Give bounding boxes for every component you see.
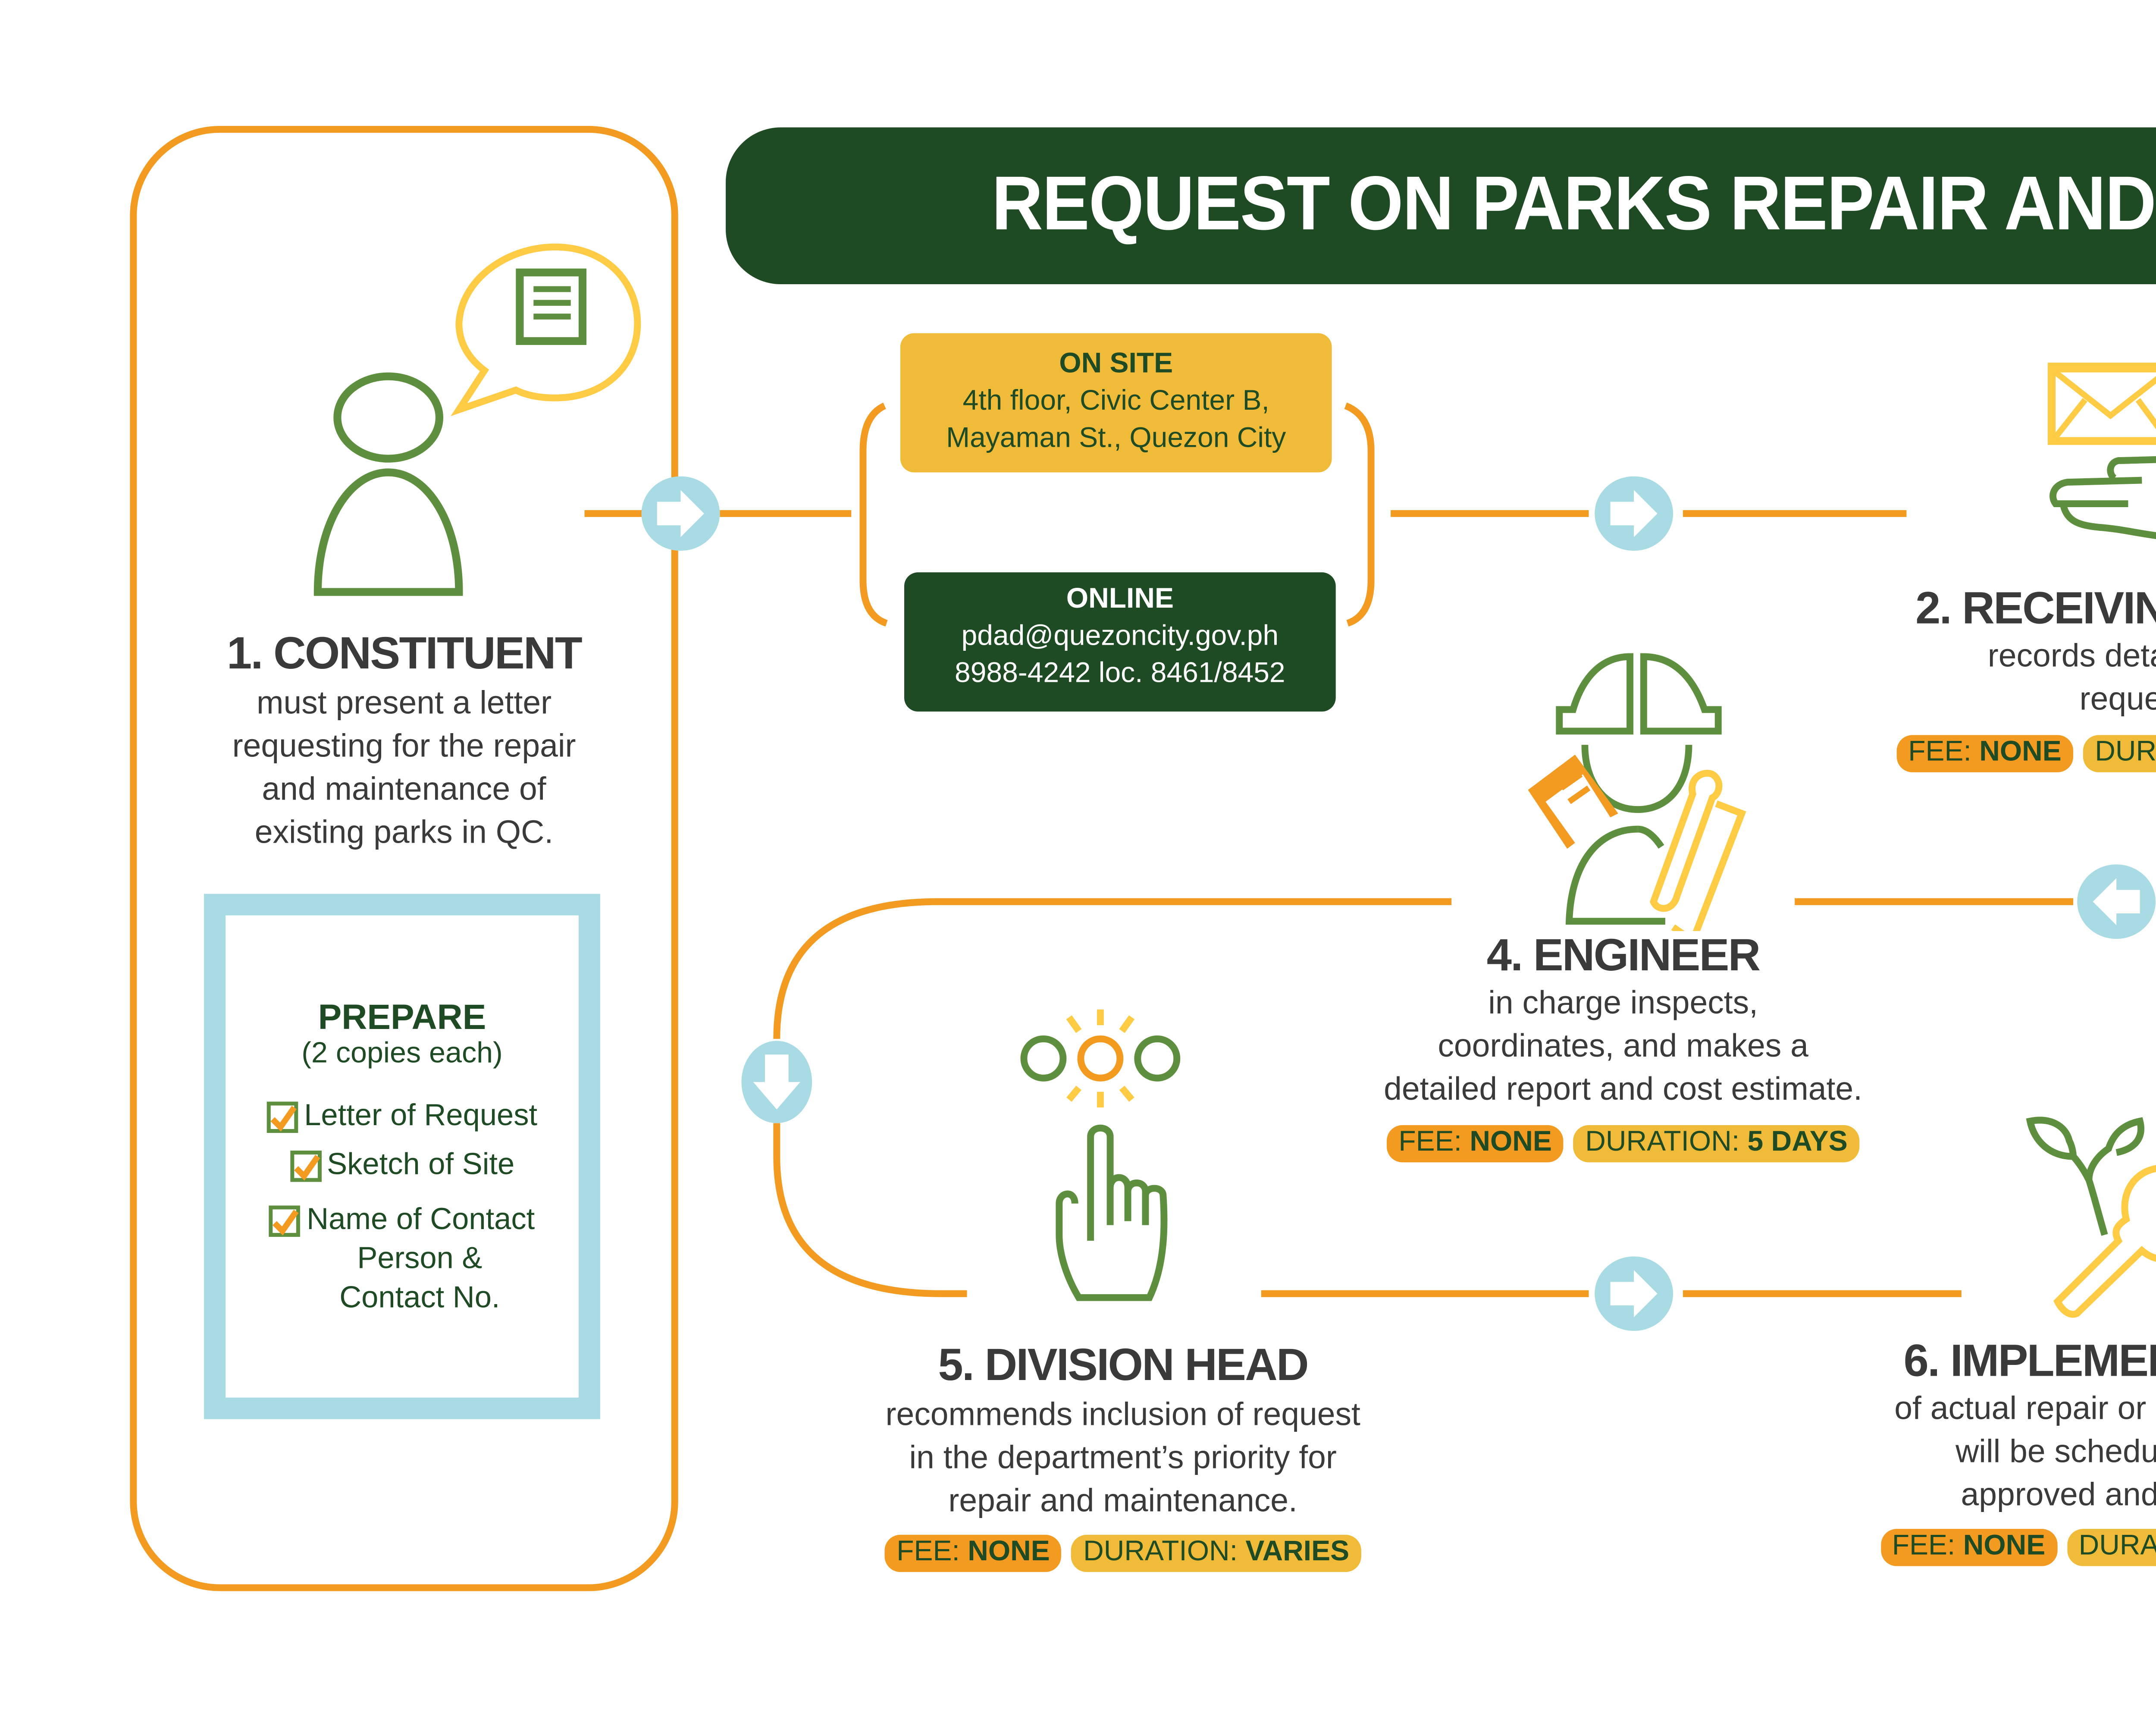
online-heading: ONLINE	[1066, 584, 1174, 616]
onsite-channel-box: ON SITE 4th floor, Civic Center B, Mayam…	[900, 333, 1332, 473]
checked-box-icon	[266, 1101, 298, 1133]
arrow-down-icon	[741, 1041, 812, 1123]
fee-badge: FEE: NONE	[1387, 1125, 1564, 1163]
step4-description: in charge inspects, coordinates, and mak…	[1384, 986, 1863, 1107]
requirement-item: Sketch of Site	[226, 1147, 579, 1186]
step2-badges: FEE: NONE DURATION: 10 MINS	[1844, 735, 2156, 772]
duration-badge: DURATION: 5 DAYS	[1573, 1125, 1860, 1163]
step4-title: 4. ENGINEER	[1486, 929, 1761, 980]
step6-description: of actual repair or improvement will be …	[1894, 1392, 2156, 1513]
prepare-requirements-box: PREPARE (2 copies each) Letter of Reques…	[204, 894, 600, 1419]
constituent-panel-outline	[130, 126, 678, 1591]
engineer-with-hardhat-blueprint-icon	[1528, 653, 1746, 931]
arrow-right-icon	[1595, 476, 1673, 551]
fee-badge: FEE: NONE	[1896, 735, 2074, 772]
prepare-title: PREPARE	[318, 998, 486, 1037]
step1-title: 1. CONSTITUENT	[226, 627, 583, 678]
requirement-item: Name of Contact	[226, 1201, 579, 1241]
checked-box-icon	[269, 1205, 301, 1237]
step1-description: must present a letter requesting for the…	[232, 686, 576, 851]
person-with-speech-bubble-document-icon	[313, 243, 641, 596]
requirement-item: Letter of Request	[226, 1098, 579, 1137]
duration-badge: DURATION: VARIES	[1071, 1534, 1361, 1572]
fee-badge: FEE: NONE	[884, 1534, 1062, 1572]
prepare-subtitle: (2 copies each)	[301, 1037, 503, 1070]
page-title: REQUEST ON PARKS REPAIR AND MAINTENANCE	[990, 163, 2156, 247]
arrow-left-icon	[2077, 864, 2156, 939]
contact-email[interactable]: pdad@quezoncity.gov.ph	[961, 621, 1279, 653]
hand-pointing-options-icon	[1020, 1009, 1181, 1301]
step4-badges: FEE: NONE DURATION: 5 DAYS	[1285, 1125, 1961, 1163]
step6-badges: FEE: NONE DURATION: VARIES	[1785, 1529, 2156, 1566]
duration-badge: DURATION: VARIES	[2067, 1529, 2156, 1566]
duration-badge: DURATION: 10 MINS	[2083, 735, 2156, 772]
online-channel-box: ONLINE pdad@quezoncity.gov.ph 8988-4242 …	[904, 572, 1336, 712]
arrow-right-icon	[1595, 1256, 1673, 1331]
step5-title: 5. DIVISION HEAD	[938, 1339, 1309, 1390]
step5-badges: FEE: NONE DURATION: VARIES	[785, 1534, 1461, 1572]
page-title-banner: REQUEST ON PARKS REPAIR AND MAINTENANCE	[726, 127, 2156, 285]
step2-description: records details of the request.	[1987, 639, 2156, 718]
arrow-right-icon	[641, 476, 720, 551]
checked-box-icon	[289, 1150, 321, 1182]
step2-title: 2. RECEIVING CLERK	[1915, 582, 2156, 634]
contact-phone: 8988-4242 loc. 8461/8452	[955, 659, 1285, 690]
step6-title: 6. IMPLEMENTATION	[1903, 1335, 2156, 1386]
step5-description: recommends inclusion of request in the d…	[885, 1397, 1360, 1519]
hand-with-envelope-icon	[2047, 362, 2156, 540]
sprout-and-wrench-icon	[2026, 1117, 2156, 1318]
fee-badge: FEE: NONE	[1880, 1529, 2057, 1566]
onsite-heading: ON SITE	[1059, 349, 1173, 380]
